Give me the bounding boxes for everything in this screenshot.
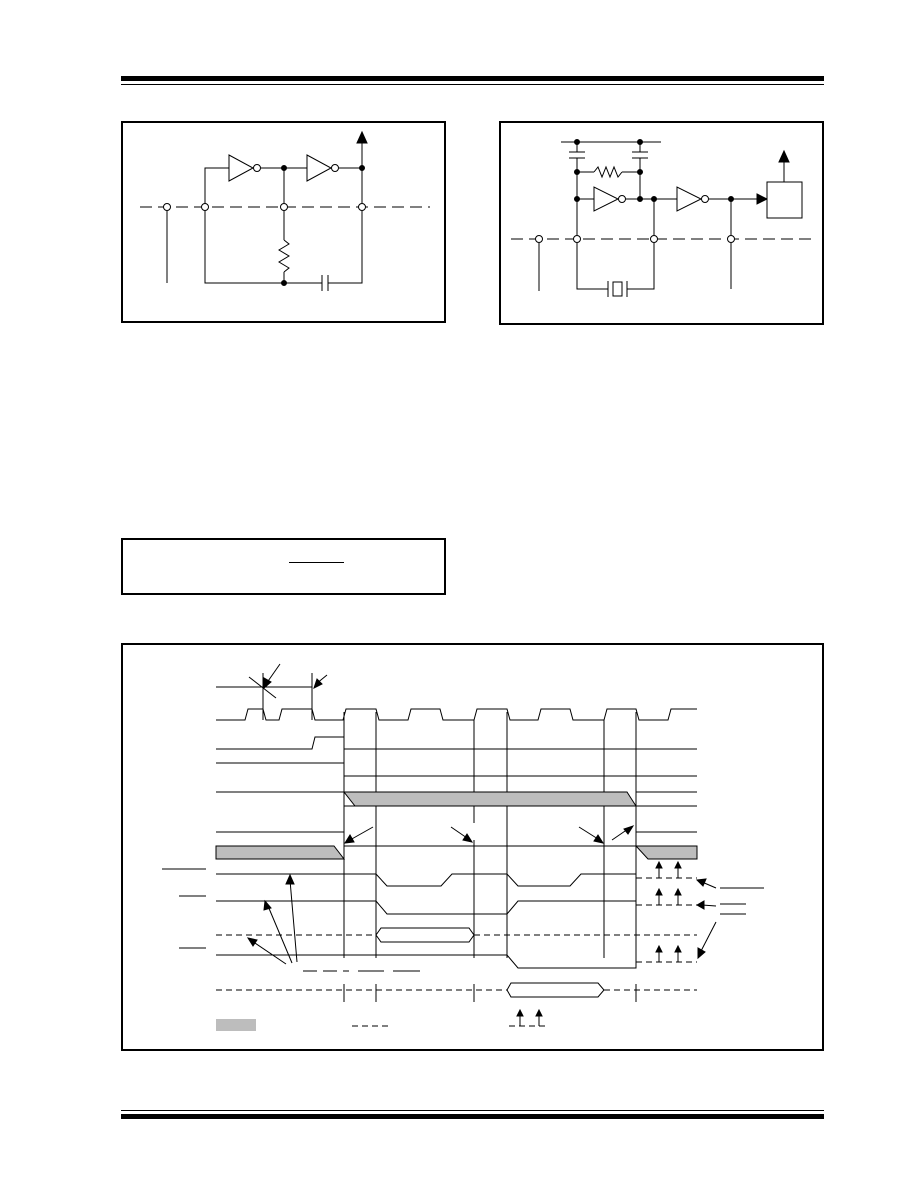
header-rule-thin [121, 84, 824, 85]
header-rule-thick [121, 76, 824, 81]
footer-rule-thick [121, 1114, 824, 1119]
rc-oscillator-figure [121, 121, 446, 323]
equation-box [121, 538, 446, 595]
fraction-bar [289, 562, 344, 563]
crystal-oscillator-figure [499, 121, 824, 325]
footer-rule-thin [121, 1110, 824, 1111]
